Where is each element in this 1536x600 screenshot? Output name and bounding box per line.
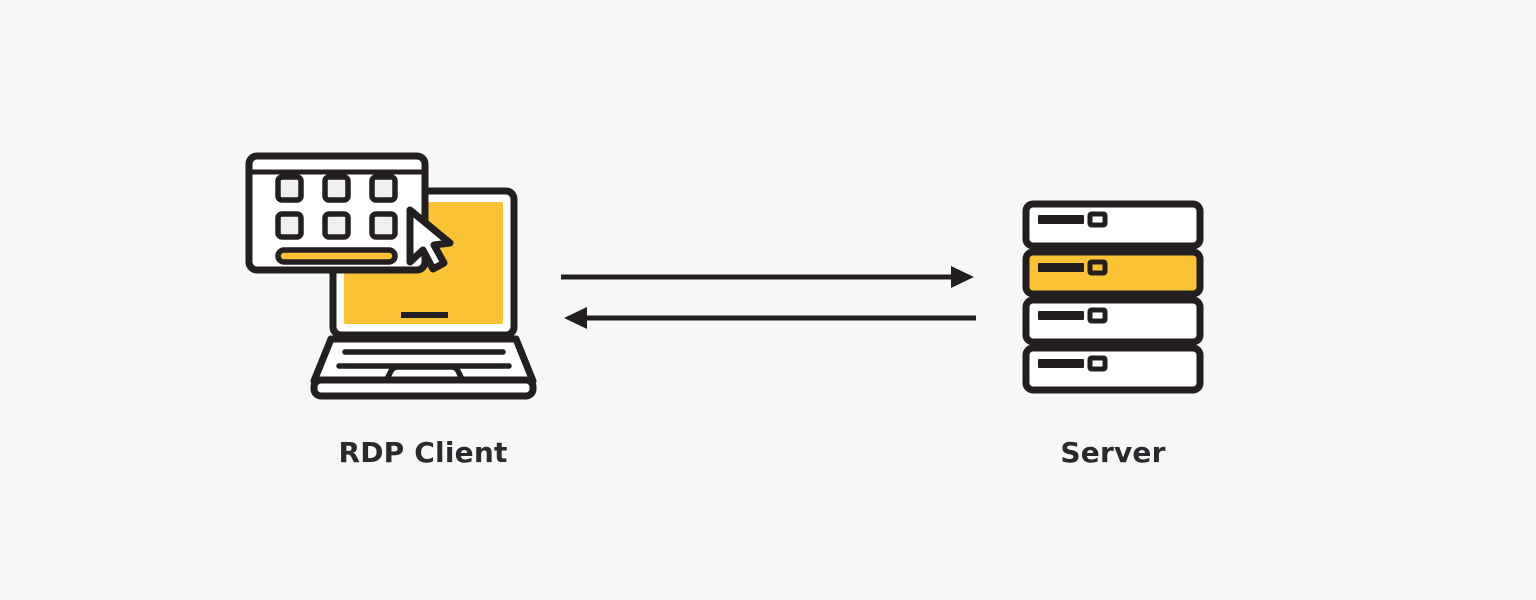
app-window-highlight-bar	[275, 247, 398, 265]
server-unit-2-body	[1022, 248, 1204, 298]
server-unit-2[interactable]	[1022, 248, 1204, 298]
server-label: Server	[1060, 436, 1166, 469]
server-unit-3-led	[1087, 307, 1108, 324]
arrow-client-to-server	[561, 266, 974, 288]
rdp-client-icon	[245, 152, 537, 400]
server-unit-1[interactable]	[1022, 200, 1204, 250]
cursor-arrow-shape	[406, 206, 454, 273]
server-rack-icon	[1022, 200, 1204, 394]
server-unit-1-bar	[1038, 215, 1084, 224]
rdp-client-label: RDP Client	[338, 436, 508, 469]
arrow-head-right	[951, 266, 974, 288]
server-unit-3-bar	[1038, 311, 1084, 320]
server-unit-4-bar	[1038, 359, 1084, 368]
server-unit-1-led	[1087, 211, 1108, 228]
server-unit-2-led	[1087, 259, 1108, 276]
server-unit-4-led	[1087, 355, 1108, 372]
server-unit-2-bar	[1038, 263, 1084, 272]
server-unit-1-body	[1022, 200, 1204, 250]
laptop-front-lip	[310, 376, 537, 400]
app-tile-4[interactable]	[275, 211, 304, 240]
app-tile-1[interactable]	[275, 174, 304, 203]
flow-arrows	[561, 266, 976, 329]
app-tile-2[interactable]	[322, 174, 351, 203]
arrow-head-left	[564, 307, 587, 329]
server-unit-4[interactable]	[1022, 344, 1204, 394]
server-unit-3-body	[1022, 296, 1204, 346]
server-unit-4-body	[1022, 344, 1204, 394]
mouse-pointer-icon	[406, 206, 454, 273]
app-tile-6[interactable]	[369, 211, 398, 240]
app-tile-5[interactable]	[322, 211, 351, 240]
app-window-overlay	[245, 152, 429, 274]
laptop-deck	[310, 335, 537, 385]
server-unit-3[interactable]	[1022, 296, 1204, 346]
app-tile-3[interactable]	[369, 174, 398, 203]
arrow-server-to-client	[564, 307, 976, 329]
laptop-base	[310, 335, 537, 400]
laptop-trackpad	[383, 364, 466, 384]
